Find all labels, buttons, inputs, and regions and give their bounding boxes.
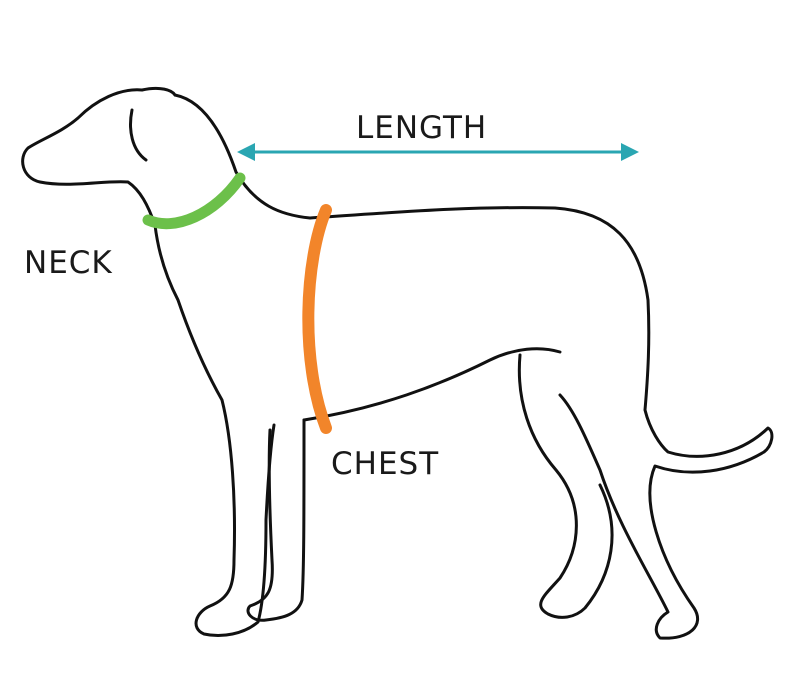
dog-head-top	[140, 86, 177, 97]
chest-label: CHEST	[331, 446, 440, 482]
dog-hind-leg	[517, 353, 614, 619]
dog-front-leg-2	[246, 418, 306, 622]
length-label: LENGTH	[356, 110, 488, 146]
dog-topline	[21, 88, 774, 640]
neck-band	[142, 172, 246, 230]
dog-belly	[302, 347, 562, 422]
dog-outline-icon	[21, 86, 774, 640]
neck-label: NECK	[24, 245, 113, 281]
dog-ear	[129, 108, 148, 162]
chest-band	[302, 204, 332, 434]
dog-front	[153, 223, 276, 637]
